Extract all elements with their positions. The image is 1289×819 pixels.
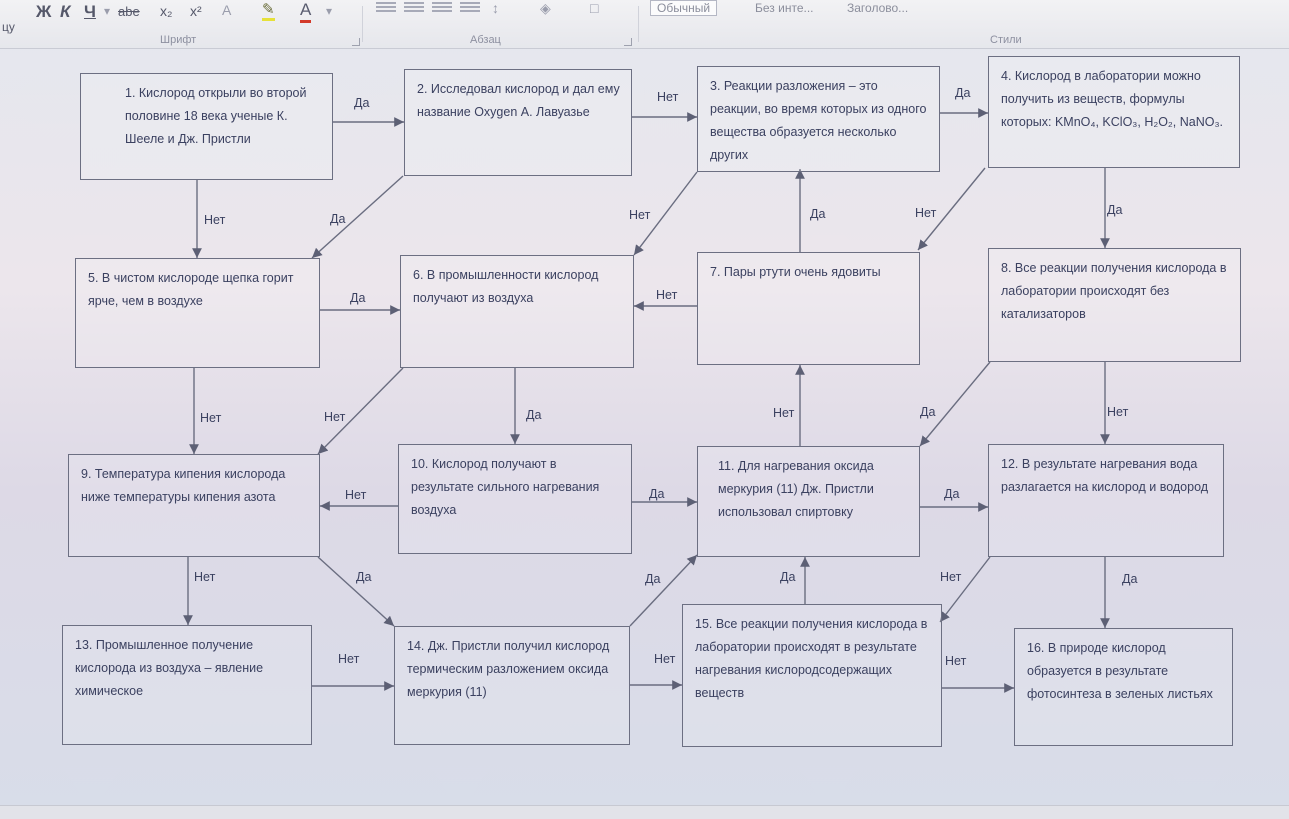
text-effects-icon[interactable]: A — [222, 2, 232, 18]
style-normal-button[interactable]: Обычный — [650, 0, 718, 16]
edge-label-4-7: Нет — [915, 206, 937, 220]
edge-label-14-11: Да — [645, 572, 661, 586]
edge-label-1-5: Нет — [204, 213, 226, 227]
style-no-spacing-button[interactable]: Без инте... — [755, 1, 814, 15]
flow-box-7: 7. Пары ртути очень ядовиты — [697, 252, 920, 365]
flow-box-12: 12. В результате нагревания вода разлага… — [988, 444, 1224, 557]
bold-button[interactable]: Ж — [36, 2, 52, 21]
subscript-button[interactable]: x₂ — [160, 3, 173, 19]
flow-box-3: 3. Реакции разложения – это реакции, во … — [697, 66, 940, 172]
underline-button[interactable]: Ч — [84, 2, 96, 21]
strikethrough-button[interactable]: abe — [118, 4, 140, 19]
arrow-9-14 — [317, 556, 395, 627]
edge-label-6-10: Да — [526, 408, 542, 422]
flow-box-2: 2. Исследовал кислород и дал ему названи… — [404, 69, 632, 176]
edge-label-7-6: Нет — [656, 288, 678, 302]
paragraph-group-label: Абзац — [470, 34, 501, 46]
flow-box-14: 14. Дж. Пристли получил кислород термиче… — [394, 626, 630, 745]
font-dialog-launcher-icon[interactable] — [352, 38, 360, 46]
edge-label-7-3: Да — [810, 207, 826, 221]
arrow-3-6 — [633, 171, 698, 256]
edge-label-5-6: Да — [350, 291, 366, 305]
flow-box-11: 11. Для нагревания оксида меркурия (11) … — [697, 446, 920, 557]
edge-label-11-12: Да — [944, 487, 960, 501]
edge-label-10-11: Да — [649, 487, 665, 501]
shading-icon[interactable]: ◈ — [540, 0, 551, 16]
word-ribbon: цу Ж К Ч ▾ abe x₂ x² A ✎ A ▾ ↕ ◈ □ Обычн… — [0, 0, 1289, 49]
arrow-8-11 — [919, 361, 991, 447]
edge-label-9-14: Да — [356, 570, 372, 584]
flow-box-8: 8. Все реакции получения кислорода в лаб… — [988, 248, 1241, 362]
flow-box-15: 15. Все реакции получения кислорода в ла… — [682, 604, 942, 747]
arrow-14-11 — [629, 554, 698, 627]
flow-box-13: 13. Промышленное получение кислорода из … — [62, 625, 312, 745]
font-color-icon[interactable]: A — [300, 0, 312, 23]
flow-box-10: 10. Кислород получают в результате сильн… — [398, 444, 632, 554]
edge-label-10-9: Нет — [345, 488, 367, 502]
justify-icon[interactable] — [460, 2, 480, 14]
arrow-2-5 — [311, 175, 404, 259]
flow-box-5: 5. В чистом кислороде щепка горит ярче, … — [75, 258, 320, 368]
flow-box-16: 16. В природе кислород образуется в резу… — [1014, 628, 1233, 746]
arrow-4-7 — [917, 167, 986, 251]
edge-label-1-2: Да — [354, 96, 370, 110]
edge-label-11-7: Нет — [773, 406, 795, 420]
align-center-icon[interactable] — [404, 2, 424, 14]
status-bar — [0, 805, 1289, 819]
edge-label-13-14: Нет — [338, 652, 360, 666]
edge-label-12-16: Да — [1122, 572, 1138, 586]
edge-label-9-13: Нет — [194, 570, 216, 584]
style-heading-button[interactable]: Заголово... — [847, 1, 909, 15]
ribbon-separator — [638, 6, 639, 42]
highlight-icon[interactable]: ✎ — [262, 0, 275, 21]
edge-label-14-15: Нет — [654, 652, 676, 666]
edge-label-8-11: Да — [920, 405, 936, 419]
align-left-icon[interactable] — [376, 2, 396, 14]
edge-label-8-12: Нет — [1107, 405, 1129, 419]
edge-label-3-4: Да — [955, 86, 971, 100]
paragraph-dialog-launcher-icon[interactable] — [624, 38, 632, 46]
edge-label-15-11: Да — [780, 570, 796, 584]
flow-box-6: 6. В промышленности кислород получают из… — [400, 255, 634, 368]
styles-group-label: Стили — [990, 34, 1022, 46]
chevron-down-icon[interactable]: ▾ — [104, 4, 111, 18]
line-spacing-icon[interactable]: ↕ — [492, 0, 499, 16]
italic-button[interactable]: К — [60, 2, 71, 21]
edge-label-5-9: Нет — [200, 411, 222, 425]
ribbon-separator — [362, 6, 363, 42]
edge-label-6-9: Нет — [324, 410, 346, 424]
borders-icon[interactable]: □ — [590, 0, 599, 16]
edge-label-2-3: Нет — [657, 90, 679, 104]
ribbon-left-label: цу — [2, 20, 15, 34]
font-group-label: Шрифт — [160, 34, 197, 46]
flow-box-9: 9. Температура кипения кислорода ниже те… — [68, 454, 320, 557]
edge-label-2-5: Да — [330, 212, 346, 226]
edge-label-4-8: Да — [1107, 203, 1123, 217]
edge-label-15-16: Нет — [945, 654, 967, 668]
edge-label-3-6: Нет — [629, 208, 651, 222]
chevron-down-icon[interactable]: ▾ — [326, 4, 333, 18]
flow-box-1: 1. Кислород открыли во второй половине 1… — [80, 73, 333, 180]
arrow-6-9 — [317, 367, 404, 455]
align-right-icon[interactable] — [432, 2, 452, 14]
flow-box-4: 4. Кислород в лаборатории можно получить… — [988, 56, 1240, 168]
edge-label-12-15: Нет — [940, 570, 962, 584]
superscript-button[interactable]: x² — [190, 3, 202, 19]
arrow-12-15 — [939, 556, 991, 623]
